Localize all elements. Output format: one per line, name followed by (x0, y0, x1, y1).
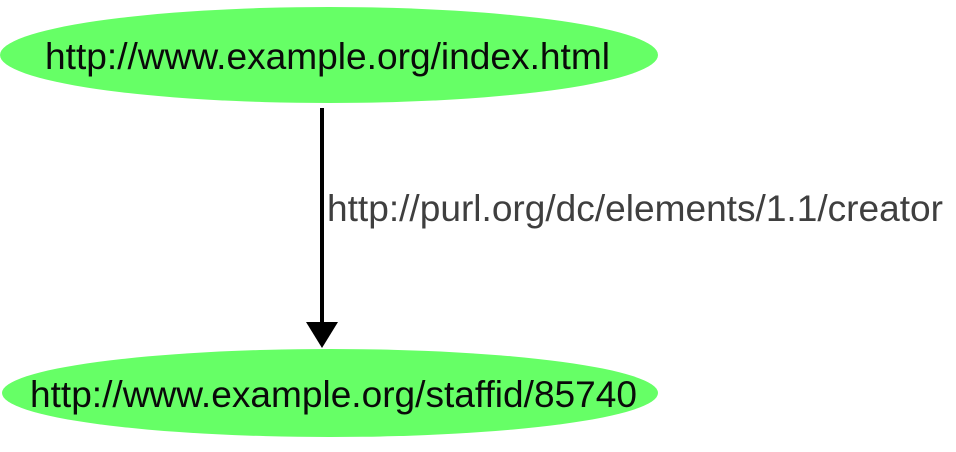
subject-node-label: http://www.example.org/index.html (45, 36, 610, 77)
predicate-arrowhead-icon (306, 322, 338, 348)
object-node-ellipse (2, 349, 658, 437)
subject-node-ellipse (0, 7, 658, 103)
object-node-label: http://www.example.org/staffid/85740 (30, 374, 637, 415)
predicate-label: http://purl.org/dc/elements/1.1/creator (327, 188, 943, 229)
